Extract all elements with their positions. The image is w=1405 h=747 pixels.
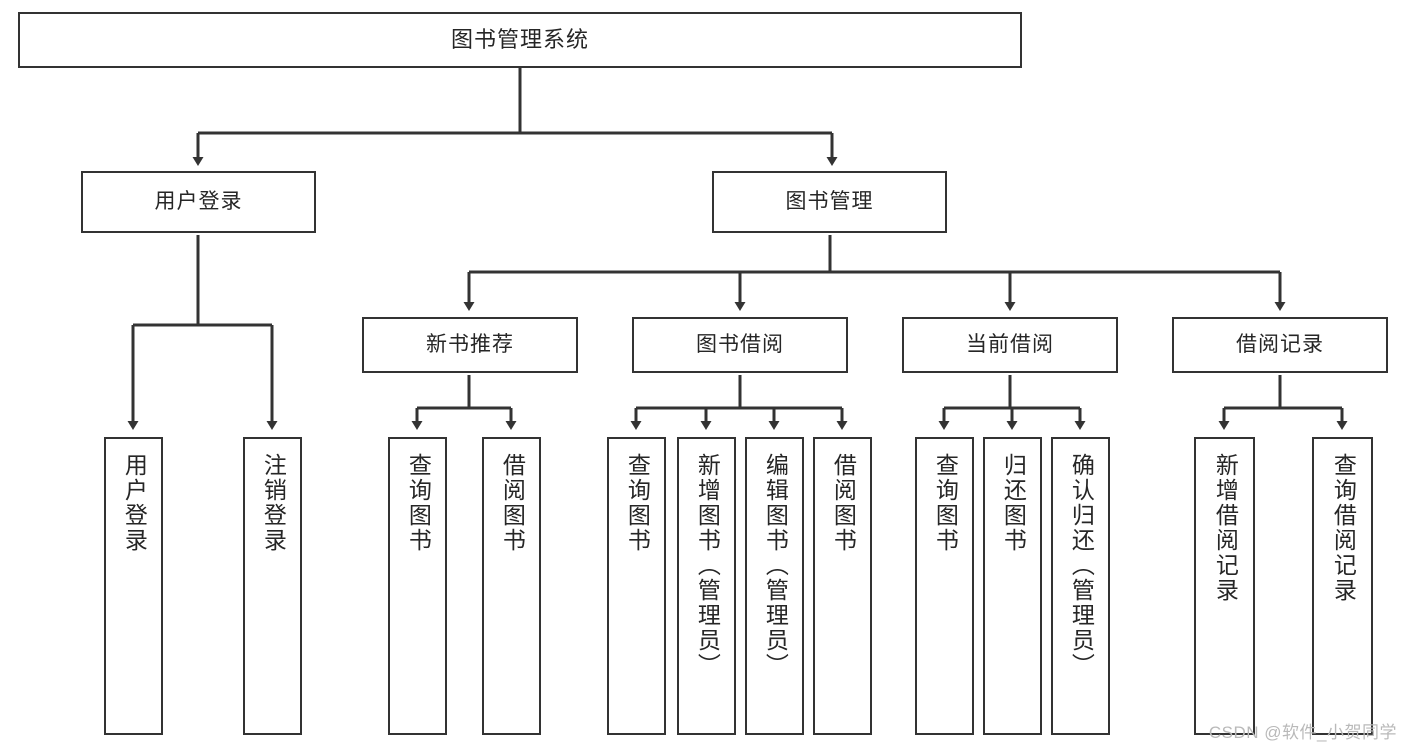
node-label: 图书借阅 — [696, 332, 784, 356]
node-book-manage[interactable]: 图书管理 — [712, 171, 947, 233]
node-label: 查询借阅记录 — [1330, 453, 1357, 603]
node-label: 归还图书 — [1000, 453, 1027, 553]
leaf-query-book-borrow[interactable]: 查询图书 — [607, 437, 666, 735]
node-label: 图书管理 — [785, 189, 874, 213]
node-label: 确认归还（管理员） — [1068, 453, 1095, 678]
leaf-logout-login[interactable]: 注销登录 — [243, 437, 302, 735]
node-label: 查询图书 — [405, 453, 432, 553]
node-root-system[interactable]: 图书管理系统 — [18, 12, 1022, 68]
leaf-edit-book[interactable]: 编辑图书（管理员） — [745, 437, 804, 735]
node-label: 查询图书 — [932, 453, 959, 553]
leaf-confirm-return[interactable]: 确认归还（管理员） — [1051, 437, 1110, 735]
node-label: 新增图书（管理员） — [694, 453, 721, 678]
node-label: 用户登录 — [121, 453, 148, 553]
node-label: 新增借阅记录 — [1212, 453, 1239, 603]
node-label: 借阅记录 — [1236, 332, 1324, 356]
node-label: 当前借阅 — [966, 332, 1054, 356]
leaf-query-borrow-record[interactable]: 查询借阅记录 — [1312, 437, 1373, 735]
node-label: 新书推荐 — [426, 332, 514, 356]
node-current-borrow[interactable]: 当前借阅 — [902, 317, 1118, 373]
leaf-add-book[interactable]: 新增图书（管理员） — [677, 437, 736, 735]
node-label: 借阅图书 — [499, 453, 526, 553]
node-label: 图书管理系统 — [450, 27, 589, 53]
node-new-book-recommend[interactable]: 新书推荐 — [362, 317, 578, 373]
node-label: 借阅图书 — [830, 453, 857, 553]
node-label: 查询图书 — [624, 453, 651, 553]
node-label: 编辑图书（管理员） — [762, 453, 789, 678]
leaf-query-book-recommend[interactable]: 查询图书 — [388, 437, 447, 735]
leaf-query-book-current[interactable]: 查询图书 — [915, 437, 974, 735]
leaf-user-login[interactable]: 用户登录 — [104, 437, 163, 735]
node-borrow-record[interactable]: 借阅记录 — [1172, 317, 1388, 373]
node-label: 注销登录 — [260, 453, 287, 553]
node-book-borrow[interactable]: 图书借阅 — [632, 317, 848, 373]
node-user-login[interactable]: 用户登录 — [81, 171, 316, 233]
leaf-borrow-book[interactable]: 借阅图书 — [813, 437, 872, 735]
leaf-add-borrow-record[interactable]: 新增借阅记录 — [1194, 437, 1255, 735]
leaf-borrow-book-recommend[interactable]: 借阅图书 — [482, 437, 541, 735]
leaf-return-book[interactable]: 归还图书 — [983, 437, 1042, 735]
csdn-watermark: CSDN @软件_小贺同学 — [1208, 723, 1397, 742]
node-label: 用户登录 — [154, 189, 243, 213]
